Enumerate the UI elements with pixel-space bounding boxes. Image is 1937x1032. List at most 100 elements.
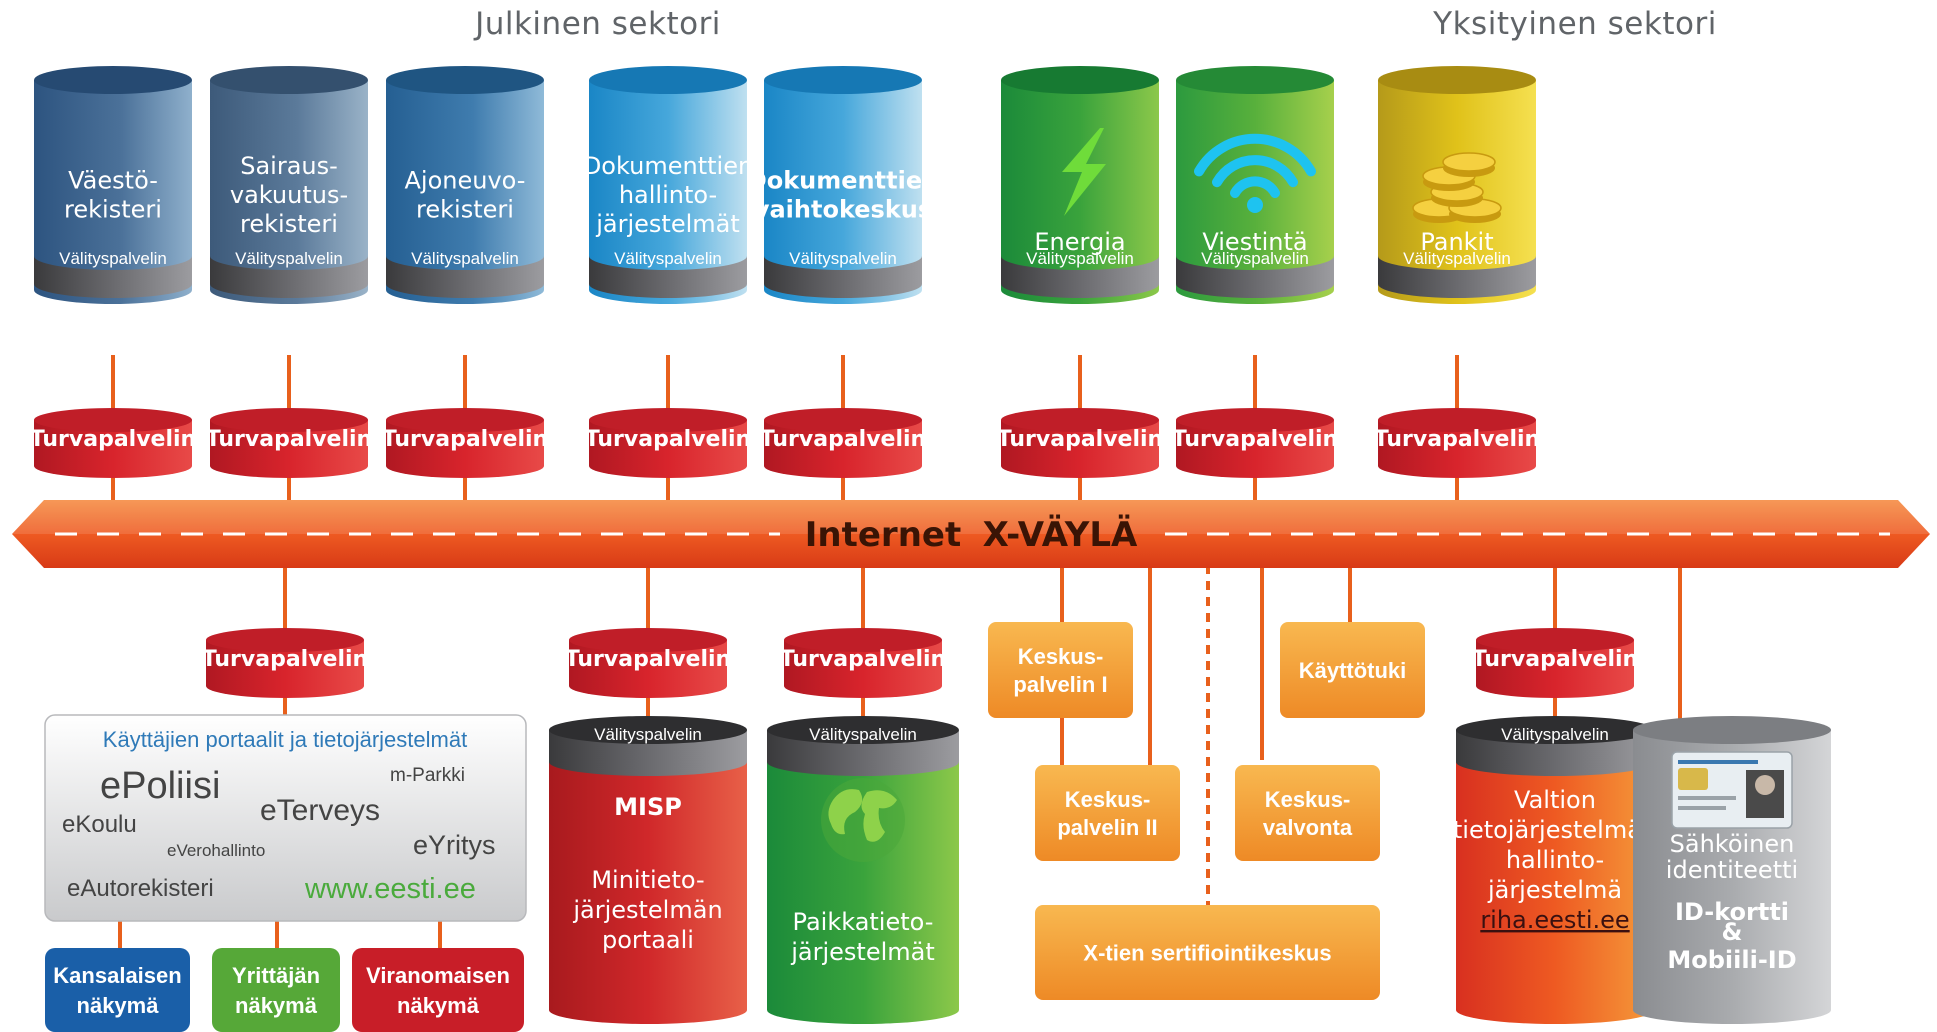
database-label-line: Pankit: [1420, 228, 1493, 256]
central-box-label: X-tien sertifiointikeskus: [1083, 941, 1331, 966]
security-server: Turvapalvelin: [1172, 408, 1338, 478]
database-label-line: Sairaus-: [240, 152, 338, 180]
relay-server-label: Välityspalvelin: [59, 249, 167, 268]
relay-server-band: [589, 256, 747, 298]
portal-item-eautorekisteri: eAutorekisteri: [67, 875, 214, 902]
security-server: Turvapalvelin: [202, 628, 368, 698]
central-box-label: Keskus-: [1018, 644, 1104, 669]
database-label-line: Energia: [1034, 228, 1125, 256]
relay-server-label: Välityspalvelin: [1201, 249, 1309, 268]
portal-item-eterveys: eTerveys: [260, 794, 380, 827]
database-label-line: portaali: [602, 926, 694, 954]
database-title: MISP: [614, 793, 682, 821]
central-server-2: Keskus-palvelin II: [1035, 765, 1180, 861]
security-server-label: Turvapalvelin: [780, 647, 946, 672]
central-box-label: Keskus-: [1265, 787, 1351, 812]
relay-server-band: [34, 256, 192, 298]
private-sector-header: Yksityinen sektori: [1432, 6, 1717, 42]
database-label-line: Valtion: [1514, 786, 1596, 814]
globe-icon: [821, 778, 905, 862]
security-server-label: Turvapalvelin: [760, 427, 926, 452]
relay-server-label: Välityspalvelin: [411, 249, 519, 268]
database-link[interactable]: riha.eesti.ee: [1480, 906, 1629, 934]
view-button-label: Kansalaisen: [53, 963, 181, 988]
security-server-label: Turvapalvelin: [585, 427, 751, 452]
database-cylinder: Välityspalvelin Väestö-rekisteri: [34, 66, 192, 304]
view-button[interactable]: Yrittäjän näkymä: [212, 948, 340, 1032]
database-label-line: järjestelmät: [595, 210, 740, 238]
portal-title: Käyttäjien portaalit ja tietojärjestelmä…: [103, 727, 467, 752]
coins-icon: [1412, 152, 1502, 223]
database-cylinder: VälityspalvelinSairaus-vakuutus-rekister…: [210, 66, 368, 304]
database-label-line: hallinto-: [619, 181, 717, 209]
portal-item-ekoulu: eKoulu: [62, 811, 137, 838]
database-label-line: rekisteri: [64, 196, 162, 224]
portal-item-m-parkki: m-Parkki: [390, 765, 465, 786]
security-server: Turvapalvelin: [997, 408, 1163, 478]
security-server-label: Turvapalvelin: [997, 427, 1163, 452]
database-label-line: Paikkatieto-: [793, 908, 934, 936]
central-server-1: Keskus-palvelin I: [988, 622, 1133, 718]
relay-server-band: [210, 256, 368, 298]
security-server: Turvapalvelin: [585, 408, 751, 478]
x-road-bus: Internet X-VÄYLÄ: [12, 500, 1930, 568]
database-label-line: Minitieto-: [591, 866, 704, 894]
database-label-line: järjestelmät: [790, 938, 935, 966]
database-cylinder: VälityspalvelinValtiontietojärjestelmänh…: [1453, 716, 1657, 1024]
central-monitoring: Keskus-valvonta: [1235, 765, 1380, 861]
database-label-line: Väestö-: [68, 167, 158, 195]
view-button-label: näkymä: [235, 993, 318, 1018]
central-box-label: Käyttötuki: [1299, 658, 1407, 683]
relay-server-label: Välityspalvelin: [594, 725, 702, 744]
database-label-line: Viestintä: [1202, 228, 1307, 256]
database-label-line: vakuutus-: [230, 181, 348, 209]
bus-label-internet: Internet: [805, 515, 961, 555]
certification-center: X-tien sertifiointikeskus: [1035, 905, 1380, 1000]
view-button[interactable]: Kansalaisen näkymä: [45, 948, 190, 1032]
central-services: Keskus-palvelin I Keskus-palvelin II Käytt…: [988, 622, 1425, 1000]
security-server: Turvapalvelin: [206, 408, 372, 478]
database-label-line: Ajoneuvo-: [405, 167, 526, 195]
security-server-label: Turvapalvelin: [30, 427, 196, 452]
security-server: Turvapalvelin: [565, 628, 731, 698]
relay-server-label: Välityspalvelin: [614, 249, 722, 268]
database-cylinder: SähköinenidentiteettiID-kortti&Mobiili-I…: [1633, 716, 1831, 1024]
database-label-line: Dokumenttien: [583, 152, 753, 180]
security-server: Turvapalvelin: [30, 408, 196, 478]
security-server: Turvapalvelin: [760, 408, 926, 478]
database-bold-line: &: [1722, 918, 1743, 946]
security-server-label: Turvapalvelin: [565, 647, 731, 672]
security-server: Turvapalvelin: [780, 628, 946, 698]
relay-server-label: Välityspalvelin: [809, 725, 917, 744]
relay-server-band: [764, 256, 922, 298]
bus-label-x-road: X-VÄYLÄ: [983, 514, 1138, 555]
relay-server-label: Välityspalvelin: [1403, 249, 1511, 268]
view-button-label: Yrittäjän: [232, 963, 320, 988]
relay-server-label: Välityspalvelin: [235, 249, 343, 268]
security-server-label: Turvapalvelin: [1374, 427, 1540, 452]
security-server: Turvapalvelin: [382, 408, 548, 478]
database-label-line: rekisteri: [416, 196, 514, 224]
security-server-label: Turvapalvelin: [202, 647, 368, 672]
view-button-label: näkymä: [77, 993, 160, 1018]
portal-item-everohallinto: eVerohallinto: [167, 841, 265, 860]
database-label-line: järjestelmä: [1487, 876, 1622, 904]
id-card-icon: [1671, 751, 1793, 829]
wifi-icon: [1194, 133, 1316, 213]
database-bold-line: ID-kortti: [1675, 898, 1789, 926]
relay-server-label: Välityspalvelin: [1501, 725, 1609, 744]
database-label-line: Dokumenttien: [747, 167, 939, 195]
central-box-label: Keskus-: [1065, 787, 1151, 812]
database-label-line: järjestelmän: [572, 896, 722, 924]
relay-server-band: [1001, 256, 1159, 298]
central-box-label: valvonta: [1263, 815, 1353, 840]
